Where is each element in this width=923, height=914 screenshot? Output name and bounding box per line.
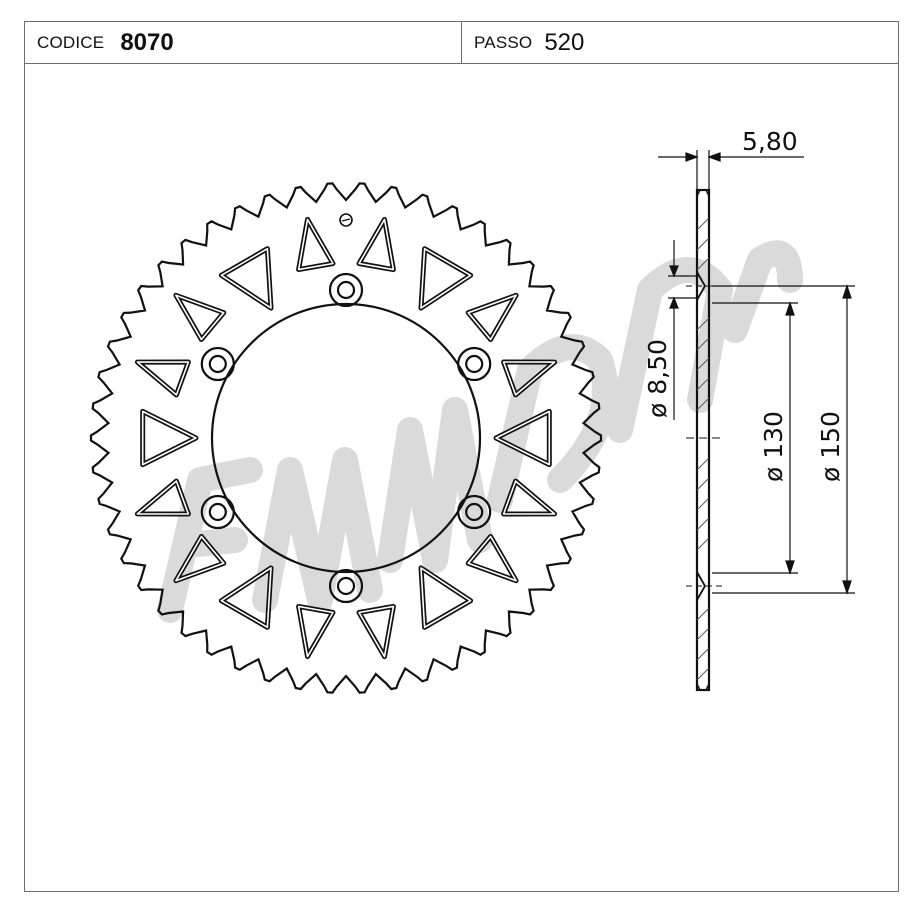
triangle-window xyxy=(467,294,517,341)
triangle-window xyxy=(420,247,472,309)
inner-diameter-dimension: ø 130 xyxy=(759,411,788,482)
sprocket-front-view xyxy=(89,182,603,694)
section-hatch xyxy=(696,217,710,681)
pitch-value: 520 xyxy=(544,28,585,56)
bolt-hole xyxy=(328,568,364,604)
pitch-cell: PASSO 520 xyxy=(462,22,900,63)
outer-diameter-dimension: ø 150 xyxy=(816,411,845,482)
triangle-window xyxy=(465,292,519,342)
triangle-window xyxy=(173,292,227,342)
bolt-hole xyxy=(328,272,364,308)
thickness-dimension: 5,80 xyxy=(742,127,798,156)
triangle-window xyxy=(418,246,474,311)
triangle-window xyxy=(495,410,551,466)
bolt-hole xyxy=(200,494,235,530)
triangle-window xyxy=(220,567,272,629)
stamp-mark xyxy=(339,213,353,227)
triangle-window xyxy=(467,535,517,582)
triangle-window xyxy=(136,361,190,396)
triangle-window xyxy=(141,410,197,466)
title-block: CODICE 8070 PASSO 520 xyxy=(25,22,898,64)
bolt-hole xyxy=(200,346,235,382)
bolt-hole xyxy=(457,346,492,382)
triangle-window xyxy=(175,294,225,341)
triangle-window xyxy=(220,247,272,309)
side-profile xyxy=(695,188,711,692)
triangle-window xyxy=(418,565,474,630)
triangle-window xyxy=(140,408,199,468)
triangle-window xyxy=(502,361,556,396)
triangle-window xyxy=(358,218,395,271)
triangle-window xyxy=(218,246,274,311)
code-cell: CODICE 8070 xyxy=(25,22,462,63)
triangle-window xyxy=(175,535,225,582)
dimension-lines xyxy=(658,150,855,595)
triangle-window xyxy=(501,478,558,517)
drawing-frame: CODICE 8070 PASSO 520 xyxy=(24,21,899,892)
triangle-window xyxy=(358,605,395,658)
sprocket-tooth-profile xyxy=(89,182,603,694)
triangle-window xyxy=(297,218,334,271)
pitch-label: PASSO xyxy=(474,32,533,52)
code-label: CODICE xyxy=(37,32,105,52)
hole-diameter-dimension: ø 8,50 xyxy=(643,339,672,418)
bolt-hole xyxy=(457,494,492,530)
code-value: 8070 xyxy=(120,28,174,56)
triangle-window xyxy=(134,359,191,398)
triangle-window xyxy=(502,480,556,515)
triangle-window xyxy=(420,567,472,629)
triangle-window xyxy=(297,605,334,658)
triangle-window xyxy=(136,480,190,515)
center-bore xyxy=(210,302,482,574)
